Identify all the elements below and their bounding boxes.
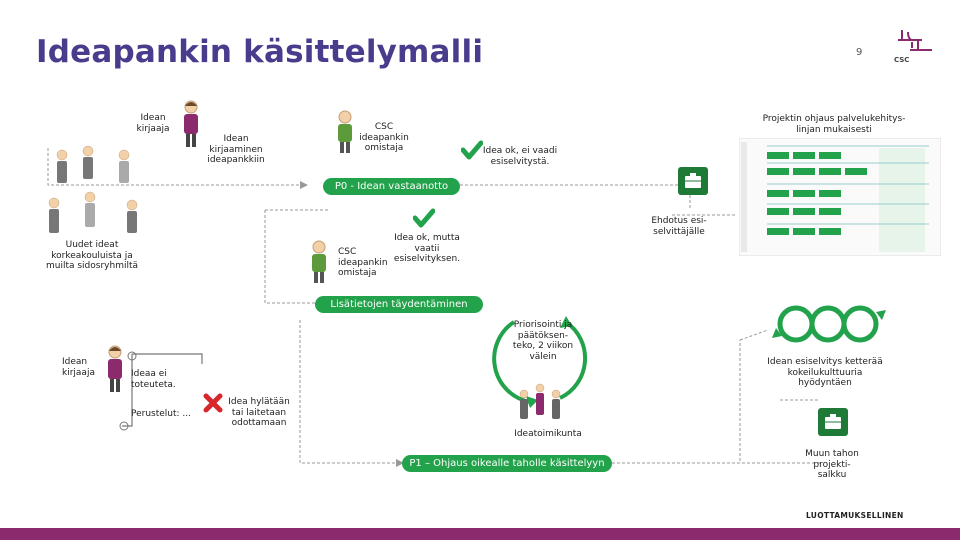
new-ideas-label: Uudet ideat korkeakouluista ja muilta si…	[45, 240, 139, 271]
p0-phase-bar: P0 - Idean vastaanotto	[323, 178, 460, 195]
briefcase-icon	[678, 167, 708, 195]
page-title: Ideapankin käsittelymalli	[36, 34, 484, 70]
logo-text: CSC	[894, 56, 909, 64]
ideatoimikunta-label: Ideatoimikunta	[514, 429, 582, 439]
ideaa-ei-label: Ideaa ei toteuteta.	[131, 369, 176, 390]
muun-tahon-label: Muun tahon projekti-salkku	[805, 449, 859, 480]
process-document-thumbnail	[739, 138, 941, 256]
idean-kirjaaja-bottom-label: Idean kirjaaja	[62, 357, 95, 378]
ehdotus-label: Ehdotus esi-selvittäjälle	[651, 216, 707, 237]
perustelut-label: Perustelut: ...	[131, 409, 192, 419]
agile-cycles-icon	[772, 305, 886, 343]
idea-ok-needs-study-label: Idea ok, mutta vaatii esiselvityksen.	[393, 233, 461, 264]
page-number: 9	[856, 47, 863, 58]
idea-ok-no-study-label: Idea ok, ei vaadi esiselvitystä.	[482, 146, 558, 167]
briefcase-icon	[818, 408, 848, 436]
classification-label: LUOTTAMUKSELLINEN	[806, 511, 904, 520]
person-owner-icon	[312, 240, 326, 283]
priorisointi-label: Priorisointi ja päätöksen-teko, 2 viikon…	[512, 320, 574, 362]
check-icon	[461, 140, 483, 160]
reject-x-icon	[203, 393, 223, 413]
idean-kirjaaminen-label: Idean kirjaaminen ideapankkiin	[207, 134, 265, 165]
check-icon	[413, 208, 435, 228]
p1-phase-bar: P1 – Ohjaus oikealle taholle käsittelyyn	[402, 455, 612, 472]
stakeholders-group-icon	[48, 145, 138, 233]
committee-people-icon	[519, 383, 561, 419]
csc-logo: CSC	[894, 30, 932, 64]
priority-cycle-icon	[492, 316, 588, 408]
csc-owner-mid-label: CSC ideapankin omistaja	[338, 247, 388, 278]
person-writer-icon	[108, 345, 122, 392]
person-writer-icon	[184, 100, 198, 147]
person-owner-icon	[338, 110, 352, 153]
footer-bar	[0, 528, 960, 540]
lisatietojen-phase-bar: Lisätietojen täydentäminen	[315, 296, 483, 313]
idean-esiselvitys-label: Idean esiselvitys ketterää kokeilukulttu…	[767, 357, 883, 388]
idean-kirjaaja-top-label: Idean kirjaaja	[136, 113, 170, 134]
rejection-scroll-icon	[119, 351, 203, 431]
project-steering-label: Projektin ohjaus palvelukehitys-linjan m…	[762, 114, 906, 135]
csc-owner-top-label: CSC ideapankin omistaja	[359, 122, 409, 153]
idea-hylataan-label: Idea hylätään tai laitetaan odottamaan	[228, 397, 290, 428]
